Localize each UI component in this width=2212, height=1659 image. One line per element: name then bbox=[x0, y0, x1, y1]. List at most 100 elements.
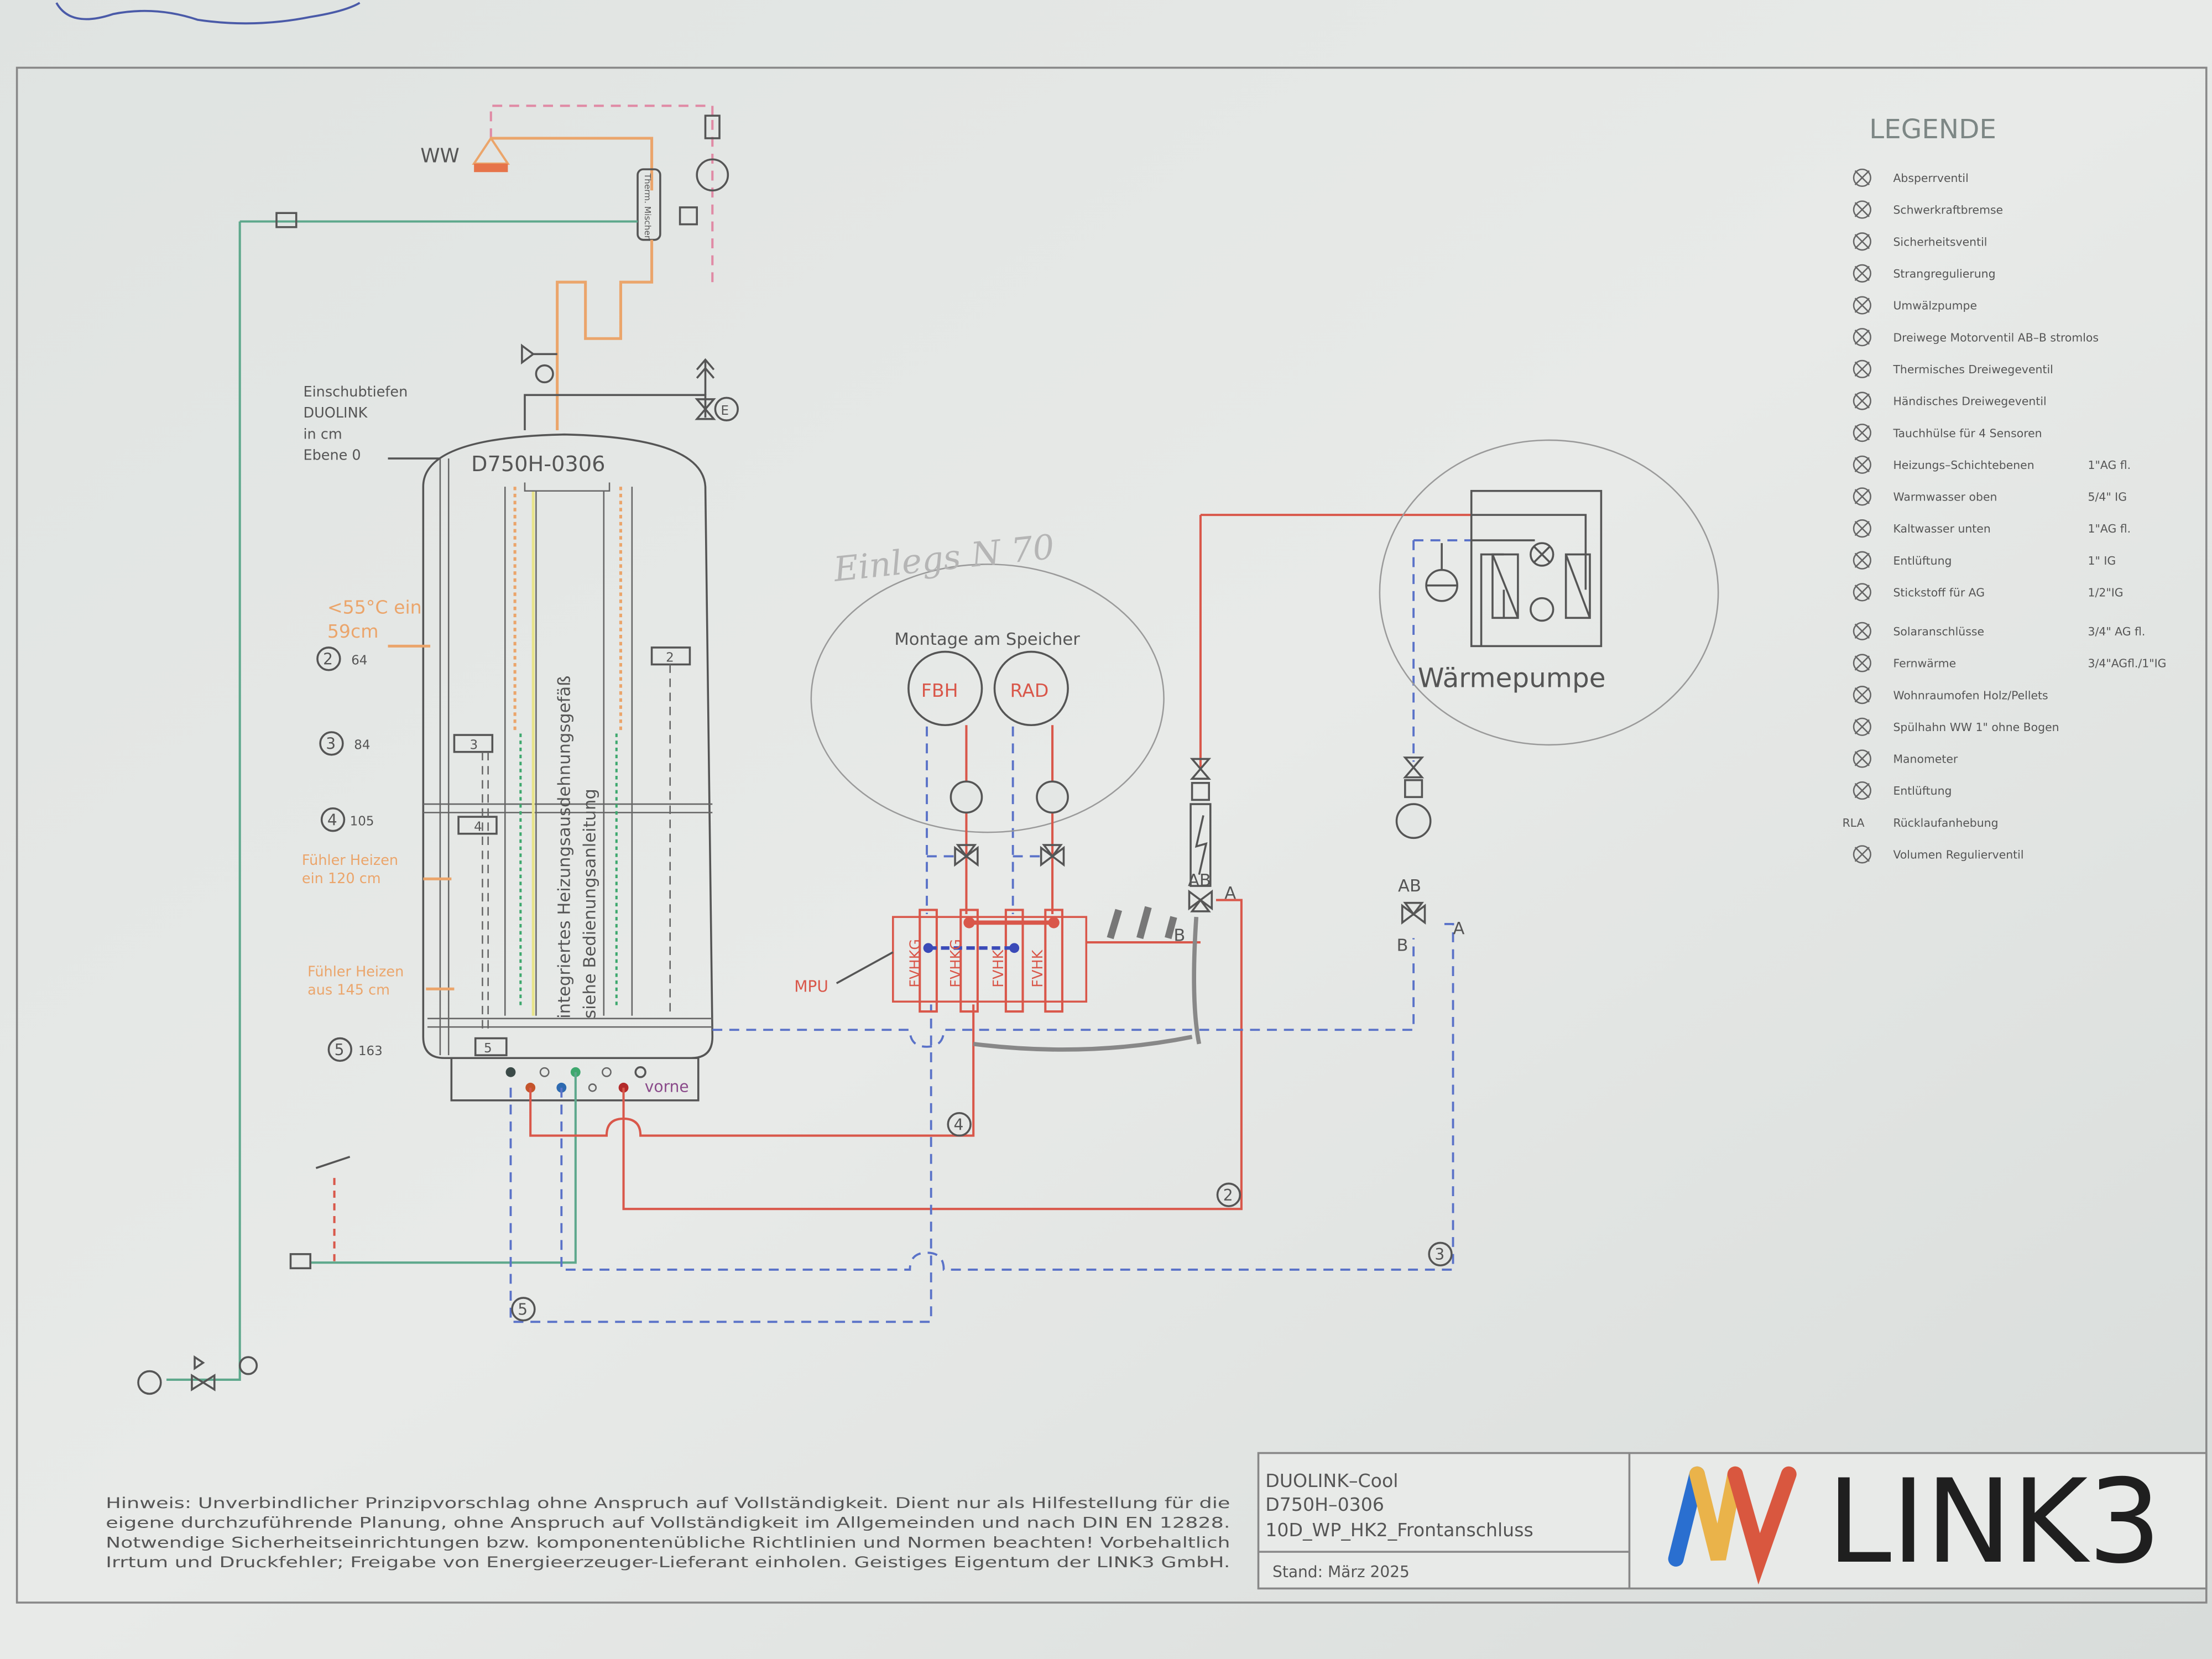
heatpump-label: Wärmepumpe bbox=[1418, 662, 1606, 693]
sensor-box-5: 5 bbox=[474, 1037, 508, 1056]
shutoff-valve-icon bbox=[1402, 757, 1425, 779]
legend-size: 3/4"AGfl./1"IG bbox=[2088, 657, 2167, 670]
legend-label: Manometer bbox=[1893, 753, 1958, 766]
legend-label: Stickstoff für AG bbox=[1893, 586, 1985, 599]
storage-tank: D750H-0306 integriertes Heizungsausdehnu… bbox=[388, 433, 714, 1102]
vessel-text-1: integriertes Heizungsausdehnungsgefäß bbox=[555, 676, 575, 1019]
legend-label: Sicherheitsventil bbox=[1893, 235, 1987, 248]
svg-text:105: 105 bbox=[350, 814, 374, 828]
logo-text: LINK3 bbox=[1827, 1455, 2162, 1589]
svg-text:Ebene 0: Ebene 0 bbox=[303, 447, 361, 464]
legend-label: Strangregulierung bbox=[1893, 267, 1995, 280]
footer: Hinweis: Unverbindlicher Prinzipvorschla… bbox=[106, 1452, 2208, 1590]
legend-item: Warmwasser oben 5/4" IG bbox=[1853, 487, 2127, 506]
legend-label: Volumen Regulierventil bbox=[1893, 848, 2023, 862]
legend-label: Händisches Dreiwegeventil bbox=[1893, 395, 2046, 408]
legend-label: Wohnraumofen Holz/Pellets bbox=[1893, 688, 2048, 702]
svg-text:163: 163 bbox=[358, 1044, 383, 1058]
heating-layers-icon bbox=[1853, 455, 1871, 474]
svg-text:3: 3 bbox=[469, 738, 478, 753]
legend-label: Schwerkraftbremse bbox=[1893, 204, 2003, 217]
legend-item: Umwälzpumpe bbox=[1853, 296, 1977, 315]
tank-model-label: D750H-0306 bbox=[471, 452, 605, 477]
legend-item: Dreiwege Motorventil AB–B stromlos bbox=[1853, 328, 2099, 347]
circulation-pump-icon bbox=[1395, 803, 1432, 839]
vent-e-icon bbox=[1853, 551, 1871, 570]
svg-text:5: 5 bbox=[518, 1301, 528, 1319]
circuit-fbh: FBH bbox=[921, 680, 958, 701]
legend-label: Fernwärme bbox=[1893, 657, 1956, 670]
vessel-text-2: siehe Bedienungsanleitung bbox=[581, 789, 600, 1019]
air-vent-icon bbox=[696, 358, 715, 395]
circulation-pump-icon bbox=[950, 780, 983, 814]
svg-text:A: A bbox=[1453, 919, 1465, 938]
legend-item: Solaranschlüsse 3/4" AG fl. bbox=[1853, 622, 2146, 640]
mpu-box bbox=[892, 916, 1088, 1003]
front-label: vorne bbox=[645, 1077, 689, 1095]
notice-line: Notwendige Sicherheitseinrichtungen bzw.… bbox=[106, 1534, 1230, 1551]
drawing-border bbox=[15, 66, 2208, 1604]
legend-item: Schwerkraftbremse bbox=[1853, 200, 2003, 219]
legend-label: Thermisches Dreiwegeventil bbox=[1892, 363, 2053, 376]
legend-item: Stickstoff für AG 1/2"IG bbox=[1853, 583, 2124, 602]
return-lines bbox=[509, 539, 1472, 1323]
circuit-rad: RAD bbox=[1010, 680, 1049, 701]
legend-label: Absperrventil bbox=[1893, 171, 1968, 185]
legend-item: Manometer bbox=[1853, 749, 1958, 768]
legend-item: Sicherheitsventil bbox=[1853, 232, 1987, 251]
svg-text:E: E bbox=[721, 404, 729, 418]
legend-title: LEGENDE bbox=[1869, 114, 1996, 145]
title-line: 10D_WP_HK2_Frontanschluss bbox=[1265, 1519, 1533, 1541]
mpu-label: MPU bbox=[794, 977, 828, 995]
dhw-section: WW Therm. Mischer E bbox=[239, 105, 739, 431]
cold-water-icon bbox=[1853, 519, 1871, 538]
sensor-box-2: 2 bbox=[650, 646, 691, 666]
svg-text:3: 3 bbox=[326, 735, 336, 753]
svg-text:DUOLINK: DUOLINK bbox=[303, 405, 368, 421]
motor-3way-valve-icon bbox=[1853, 328, 1871, 347]
svg-text:B: B bbox=[1173, 926, 1185, 946]
circulation-pump-icon bbox=[696, 158, 729, 192]
legend-size: 1/2"IG bbox=[2088, 586, 2124, 599]
legend-label: Heizungs–Schichtebenen bbox=[1893, 458, 2034, 472]
svg-text:FVHKG: FVHKG bbox=[907, 939, 924, 988]
date-label: Stand: März 2025 bbox=[1272, 1563, 1410, 1581]
legend-label: Solaranschlüsse bbox=[1893, 625, 1984, 638]
rla-icon: RLA bbox=[1843, 816, 1865, 830]
legend-item: Thermisches Dreiwegeventil bbox=[1853, 359, 2053, 378]
legend-item: Spülhahn WW 1" ohne Bogen bbox=[1853, 717, 2059, 736]
legend-item: Heizungs–Schichtebenen 1"AG fl. bbox=[1853, 455, 2131, 474]
legend-size: 1"AG fl. bbox=[2088, 458, 2131, 472]
svg-text:4: 4 bbox=[327, 811, 337, 829]
svg-text:64: 64 bbox=[351, 654, 367, 668]
legend-size: 5/4" IG bbox=[2088, 491, 2127, 504]
legend-label: Spülhahn WW 1" ohne Bogen bbox=[1893, 721, 2059, 734]
shutoff-valve-icon bbox=[1853, 168, 1871, 187]
legend-item: Händisches Dreiwegeventil bbox=[1853, 392, 2047, 410]
legend-item: Absperrventil bbox=[1853, 168, 1969, 187]
manometer-icon bbox=[535, 364, 554, 384]
shutoff-valve-icon bbox=[695, 398, 716, 420]
level-4: 4 105 bbox=[320, 807, 374, 832]
svg-text:5: 5 bbox=[484, 1041, 492, 1056]
svg-text:ein 120 cm: ein 120 cm bbox=[302, 870, 381, 887]
link3-logo: LINK3 bbox=[1668, 1455, 2162, 1589]
svg-text:AB: AB bbox=[1398, 877, 1421, 896]
legend-label: Warmwasser oben bbox=[1893, 491, 1997, 504]
motor-3way-valve-icon bbox=[954, 844, 979, 867]
legend-size: 3/4" AG fl. bbox=[2088, 625, 2146, 638]
hot-water-icon bbox=[1853, 487, 1871, 506]
shutoff-valve-icon bbox=[1190, 758, 1212, 780]
motor-3way-valve-icon bbox=[1188, 889, 1213, 912]
svg-text:FVHK: FVHK bbox=[1030, 949, 1046, 987]
title-line: DUOLINK–Cool bbox=[1265, 1470, 1398, 1491]
heating-circuits: Montage am Speicher FBH RAD FVHKG FVHKG … bbox=[794, 564, 1165, 1013]
ww-label: WW bbox=[420, 144, 460, 167]
legend-item: Entlüftung bbox=[1853, 781, 1952, 800]
sensor-box-4: 4 bbox=[457, 816, 498, 835]
